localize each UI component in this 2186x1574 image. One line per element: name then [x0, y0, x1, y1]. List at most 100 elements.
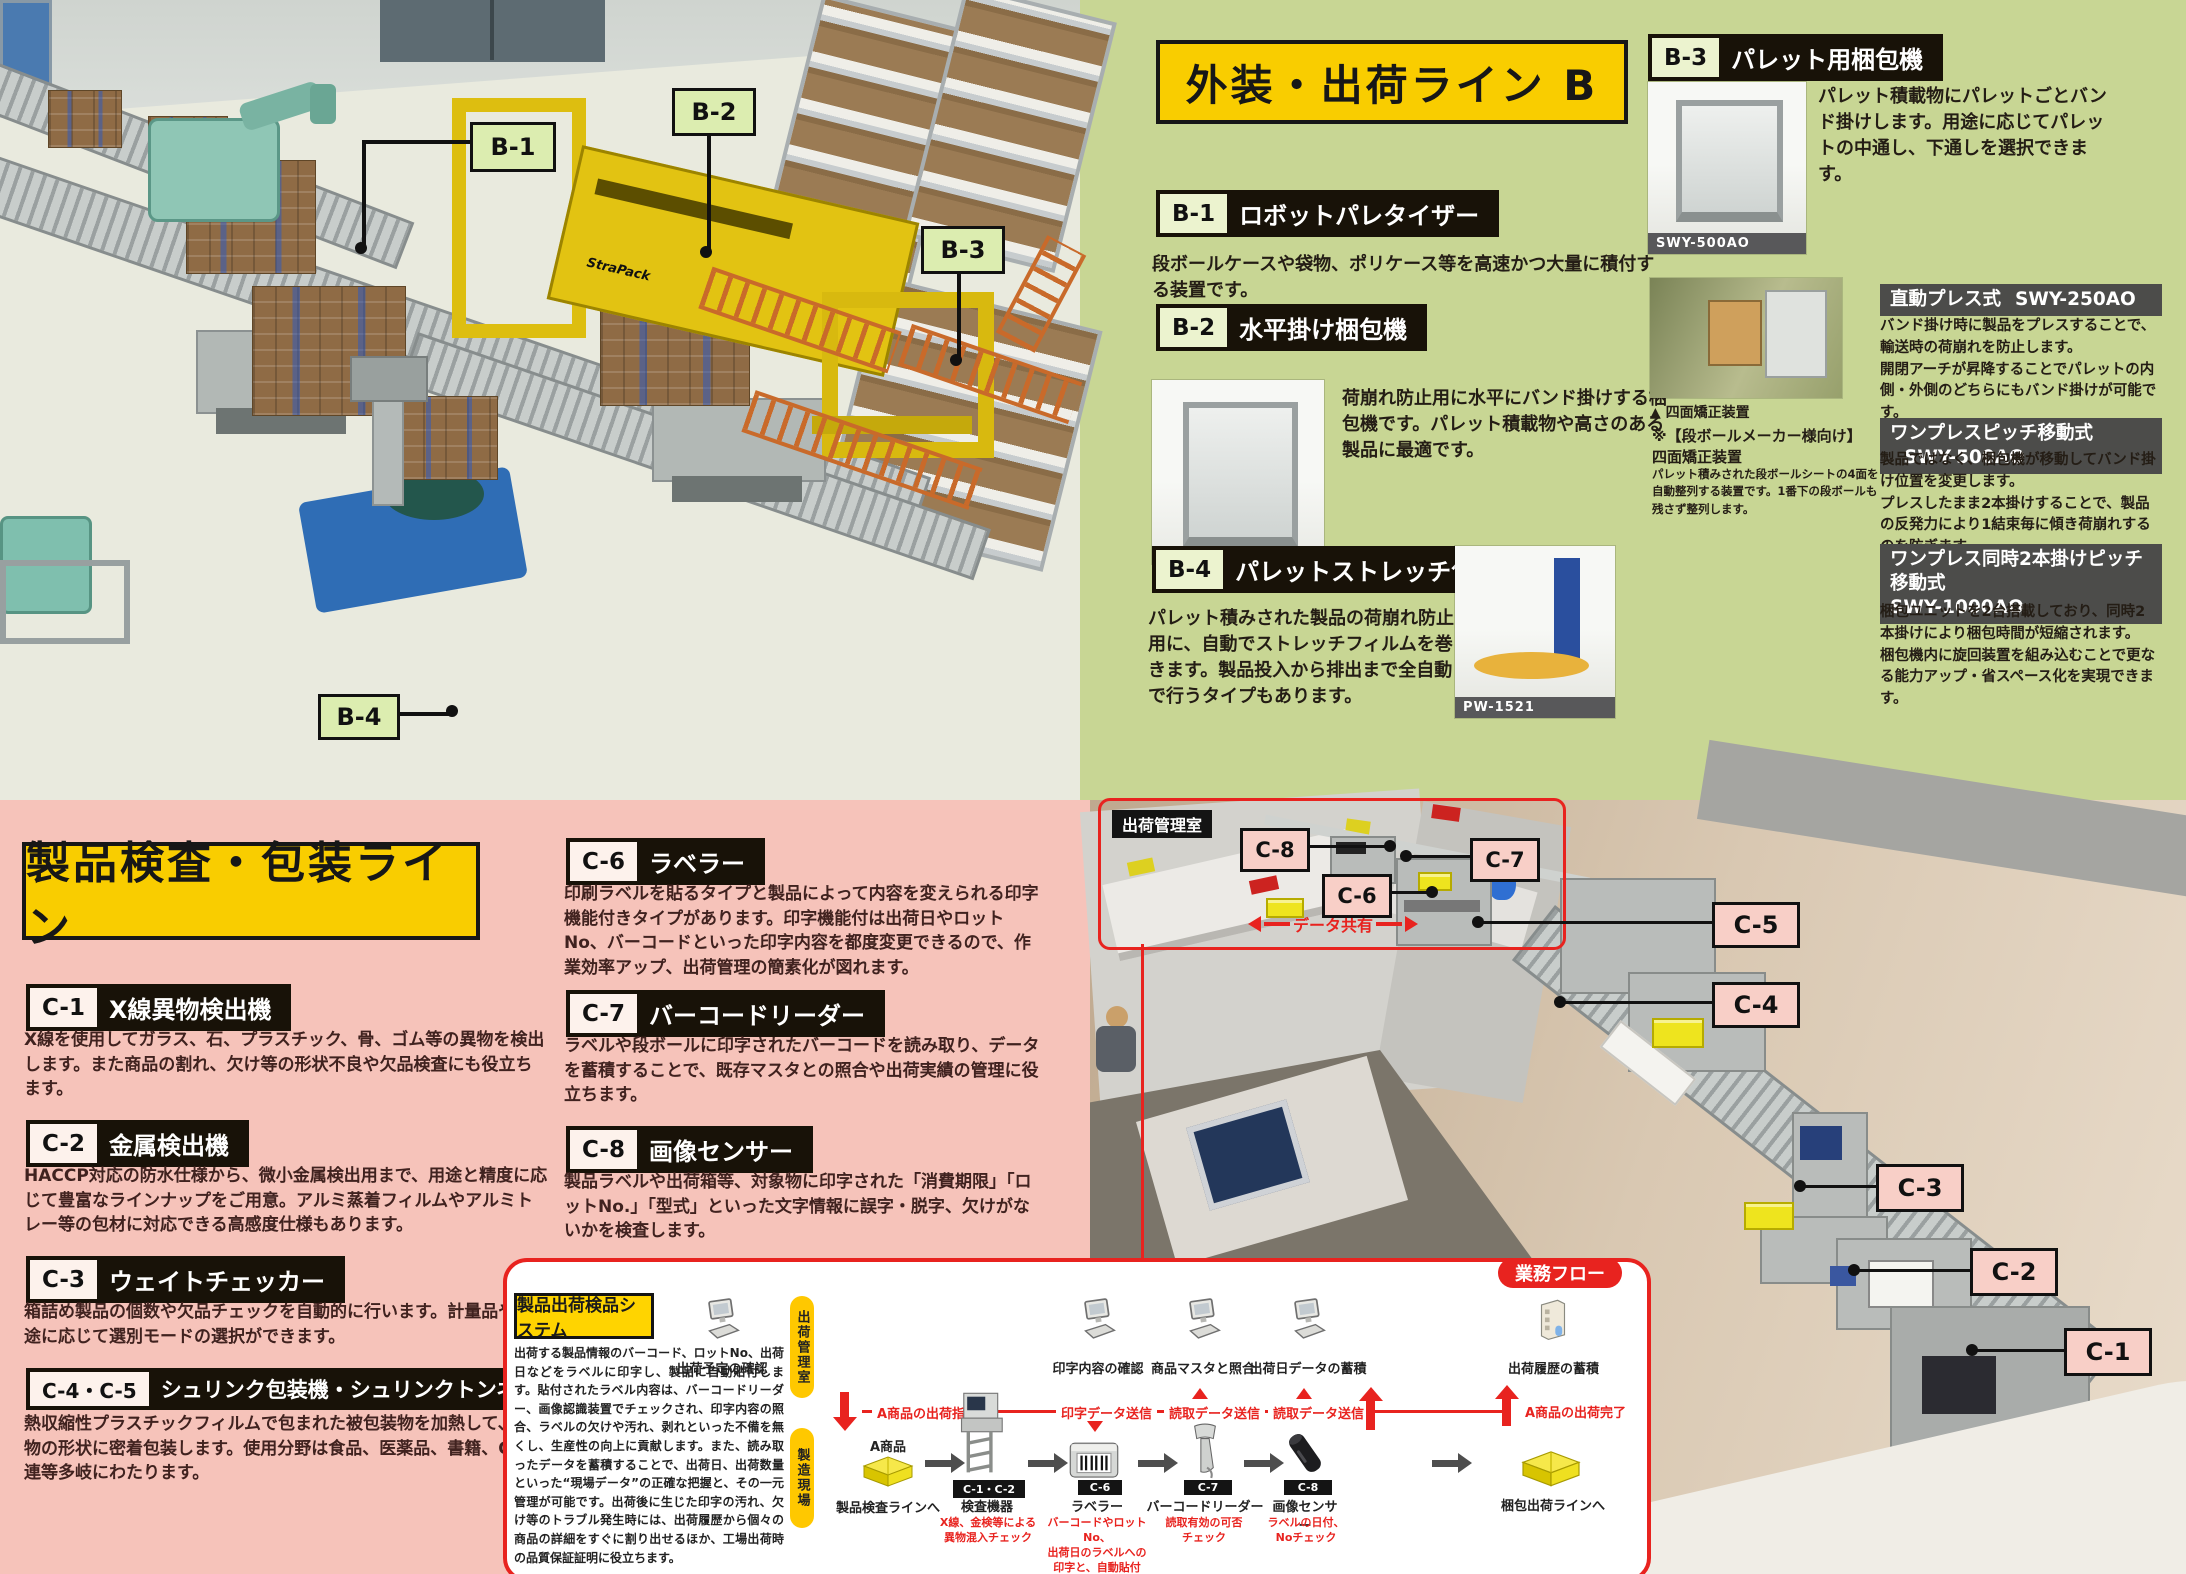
checkweigher-screen	[1800, 1126, 1842, 1160]
variant-model: SWY-500AO	[1904, 447, 2025, 469]
item-header-c7: C-7 バーコードリーダー	[566, 990, 885, 1037]
item-desc-c3: 箱詰め製品の個数や欠品チェックを自動的に行います。計量品や用途に応じて選別モード…	[24, 1302, 533, 1347]
transfer-label: A商品の出荷指示	[872, 1403, 984, 1422]
diagram-label-c2: C-2	[1970, 1248, 2058, 1296]
image-sensor-icon	[1289, 1434, 1321, 1472]
item-desc-b1: 段ボールケースや袋物、ポリケース等を高速かつ大量に積付する装置です。	[1152, 254, 1655, 302]
photo-image	[1152, 380, 1324, 564]
connector-dot	[355, 242, 367, 254]
flow-arrow-icon	[1138, 1453, 1178, 1473]
flow-title: 製品出荷検品システム	[514, 1293, 654, 1341]
label-connector	[1800, 1185, 1876, 1188]
transfer-label: 読取データ送信	[1164, 1403, 1266, 1422]
shipping-office-outline	[1098, 798, 1566, 950]
down-triangle-icon	[1087, 1421, 1103, 1432]
flow-step-tag: C-7	[1184, 1480, 1232, 1495]
flow-step-tag: C-6	[1078, 1480, 1122, 1495]
product-box	[1266, 898, 1304, 918]
xray-screen	[1922, 1356, 1996, 1414]
label-connector	[362, 140, 470, 144]
item-code-c6: C-6	[570, 842, 637, 881]
connector-dot	[1384, 840, 1396, 852]
item-code-b1: B-1	[1160, 194, 1228, 233]
machine-slot	[594, 178, 793, 240]
diagram-label-b2: B-2	[672, 88, 756, 136]
diagram-label-b3: B-3	[921, 226, 1005, 274]
connector-dot	[446, 705, 458, 717]
diagram-label-c1: C-1	[2064, 1328, 2152, 1376]
up-triangle-icon	[1192, 1388, 1208, 1399]
up-arrow-icon	[1495, 1385, 1519, 1426]
data-share-arrow: データ共有	[1248, 912, 1419, 936]
barcode-reader-icon	[1194, 1423, 1216, 1479]
diagram-label-c8: C-8	[1240, 828, 1310, 872]
photo-image	[1648, 82, 1806, 233]
photo-b3-machine: SWY-500AO	[1648, 82, 1806, 254]
item-name-c7: バーコードリーダー	[648, 1002, 865, 1030]
product-box-icon	[1521, 1451, 1581, 1487]
machine-brand-text: StraPack	[585, 255, 652, 285]
product-box-icon	[862, 1456, 914, 1487]
variant-desc-1: バンド掛け時に製品をプレスすることで、輸送時の荷崩れを防止します。 開閉アーチが…	[1880, 318, 2157, 421]
worker-head	[1106, 1006, 1128, 1028]
photo-image	[1650, 278, 1842, 398]
flow-arrow-icon	[1432, 1453, 1472, 1473]
four-side-note-title: ※【段ボールメーカー様向け】 四面矯正装置	[1652, 427, 1862, 466]
diagram-label-c4: C-4	[1712, 982, 1800, 1028]
item-name-c3: ウェイトチェッカー	[108, 1268, 325, 1296]
workflow-tab: 業務フロー	[1498, 1258, 1622, 1288]
item-name-b1: ロボットパレタイザー	[1239, 202, 1480, 230]
data-share-label: データ共有	[1293, 916, 1374, 935]
label-connector	[1478, 921, 1712, 924]
item-desc-c6: 印刷ラベルを貼るタイプと製品によって内容を変えられる印字機能付きタイプがあります…	[564, 884, 1039, 978]
flow-step-note: X線、金検等による 異物混入チェック	[939, 1516, 1037, 1544]
hand-cart	[0, 560, 130, 644]
flow-step-tag: C-1・C-2	[953, 1480, 1025, 1498]
flow-step-name: 検査機器	[960, 1500, 1013, 1515]
item-header-b1: B-1 ロボットパレタイザー	[1156, 190, 1500, 237]
product-box	[1744, 1202, 1794, 1230]
variant-desc-3: 梱包ユニットを2台搭載しており、同時2本掛けにより梱包時間が短縮されます。 梱包…	[1880, 604, 2156, 707]
transfer-label: 印字データ送信	[1056, 1403, 1158, 1422]
section-title-line-b: 外装・出荷ライン B	[1156, 40, 1628, 124]
flow-step-tag: C-8	[1284, 1480, 1332, 1495]
row-label-office: 出荷管理室	[790, 1296, 814, 1398]
transfer-label: 読取データ送信	[1268, 1403, 1370, 1422]
variant-model: SWY-250AO	[2015, 289, 2136, 310]
flow-arrow-icon	[1028, 1453, 1068, 1473]
four-side-caption: ▲ 四面矯正装置	[1650, 405, 1750, 421]
label-connector	[1972, 1349, 2064, 1352]
four-side-note: パレット積みされた段ボールシートの4面を自動整列する装置です。1番下の段ボールも…	[1652, 467, 1879, 516]
flow-arrow-icon	[1244, 1453, 1284, 1473]
label-connector	[1854, 1269, 1970, 1272]
item-header-c6: C-6 ラベラー	[566, 838, 765, 885]
variant-name: ワンプレス同時2本掛けピッチ移動式	[1890, 549, 2143, 595]
section-title-line-c: 製品検査・包装ライン	[22, 838, 480, 953]
item-desc-c2: HACCP対応の防水仕様から、微小金属検出用まで、用途と精度に応じて豊富なライン…	[24, 1166, 548, 1236]
office-step-label: 印字内容の確認	[1052, 1362, 1144, 1377]
connector-dot	[700, 246, 712, 258]
item-code-b3: B-3	[1652, 38, 1720, 77]
flow-step-name: ラベラー	[1070, 1500, 1123, 1515]
computer-icon	[708, 1298, 740, 1339]
server-icon	[1540, 1299, 1566, 1341]
down-arrow-icon	[833, 1392, 857, 1431]
variant-header-2: ワンプレスピッチ移動式SWY-500AO	[1880, 418, 2162, 475]
machine-glyph	[1765, 290, 1827, 378]
photo-caption-b3: SWY-500AO	[1648, 233, 1806, 254]
diagram-label-c3: C-3	[1876, 1164, 1964, 1212]
turntable-glyph	[1474, 651, 1590, 679]
diagram-label-c6: C-6	[1322, 874, 1392, 918]
photo-b4-machine: PW-1521	[1455, 546, 1615, 718]
variant-name: 直動プレス式	[1890, 289, 2002, 310]
flow-step-name: バーコードリーダー	[1146, 1500, 1264, 1515]
item-desc-c8: 製品ラベルや出荷箱等、対象物に印字された「消費期限」「ロットNo.」「型式」とい…	[564, 1172, 1032, 1242]
item-desc-b4: パレット積みされた製品の荷崩れ防止用に、自動でストレッチフィルムを巻きます。製品…	[1148, 608, 1454, 708]
label-connector	[1406, 855, 1470, 858]
label-connector	[1304, 845, 1390, 848]
item-desc-c4-c5: 熱収縮性プラスチックフィルムで包まれた被包装物を加熱して、品物の形状に密着包装し…	[24, 1414, 543, 1484]
item-header-c1: C-1 X線異物検出機	[26, 984, 292, 1031]
item-code-c4-c5: C-4・C-5	[30, 1372, 149, 1406]
item-name-c8: 画像センサー	[648, 1138, 793, 1166]
item-header-c3: C-3 ウェイトチェッカー	[26, 1256, 345, 1303]
